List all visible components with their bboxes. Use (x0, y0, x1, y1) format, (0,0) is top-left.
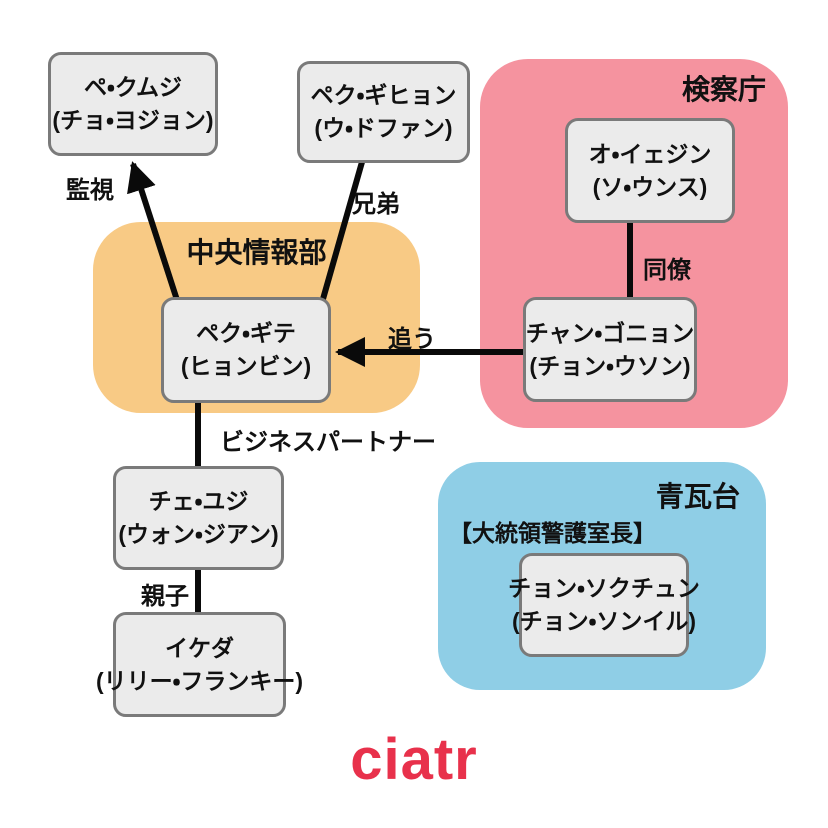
character-name: チェ・ユジ (148, 488, 249, 514)
node-chon-sokchun: チョン・ソクチュン (チョン・ソンイル) (508, 553, 700, 657)
actor-name: (ソ・ウンス) (592, 173, 708, 200)
node-pe-kumji: ペ・クムジ (チョ・ヨジョン) (48, 52, 218, 156)
actor-name: (チョン・ソンイル) (511, 608, 697, 634)
edge-label-surveillance: 監視 (66, 177, 114, 204)
character-name: ペク・ギヒョン (310, 82, 457, 108)
node-o-yejin: オ・イェジン (ソ・ウンス) (565, 118, 735, 223)
edge-brothers-line (320, 161, 365, 300)
group-title-central-intelligence: 中央情報部 (186, 237, 327, 268)
character-name: ペ・クムジ (84, 74, 182, 100)
edge-label-brothers: 兄弟 (352, 191, 400, 218)
edge-label-parent-child: 親子 (141, 583, 189, 610)
actor-name: (チョン・ウソン) (529, 352, 691, 379)
character-name: チョン・ソクチュン (508, 575, 700, 601)
group-title-prosecutors: 検察庁 (681, 74, 766, 105)
character-name: チャン・ゴニョン (525, 319, 695, 346)
edge-label-colleagues: 同僚 (643, 257, 691, 284)
node-ikeda: イケダ (リリー・フランキー) (96, 612, 303, 717)
character-name: イケダ (165, 634, 234, 661)
node-pek-gite: ペク・ギテ (ヒョンビン) (161, 297, 331, 403)
actor-name: (ウ・ドファン) (314, 115, 453, 141)
character-name: ペク・ギテ (196, 320, 296, 346)
role-label-presidential-security-chief: 【大統領警護室長】 (449, 520, 656, 546)
actor-name: (ヒョンビン) (180, 353, 312, 379)
node-pek-gihyon: ペク・ギヒョン (ウ・ドファン) (297, 61, 470, 163)
actor-name: (リリー・フランキー) (95, 667, 304, 694)
actor-name: (チョ・ヨジョン) (52, 107, 214, 133)
character-name: オ・イェジン (588, 140, 712, 167)
node-che-yuji: チェ・ユジ (ウォン・ジアン) (113, 466, 284, 570)
group-title-blue-house: 青瓦台 (655, 481, 740, 512)
edge-label-business-partner: ビジネスパートナー (220, 429, 436, 456)
edge-surveillance-arrow (127, 161, 180, 301)
edge-label-chase: 追う (388, 326, 436, 353)
node-chan-gonyon: チャン・ゴニョン (チョン・ウソン) (523, 297, 697, 402)
actor-name: (ウォン・ジアン) (118, 521, 279, 547)
ciatr-logo: ciatr (350, 727, 478, 792)
